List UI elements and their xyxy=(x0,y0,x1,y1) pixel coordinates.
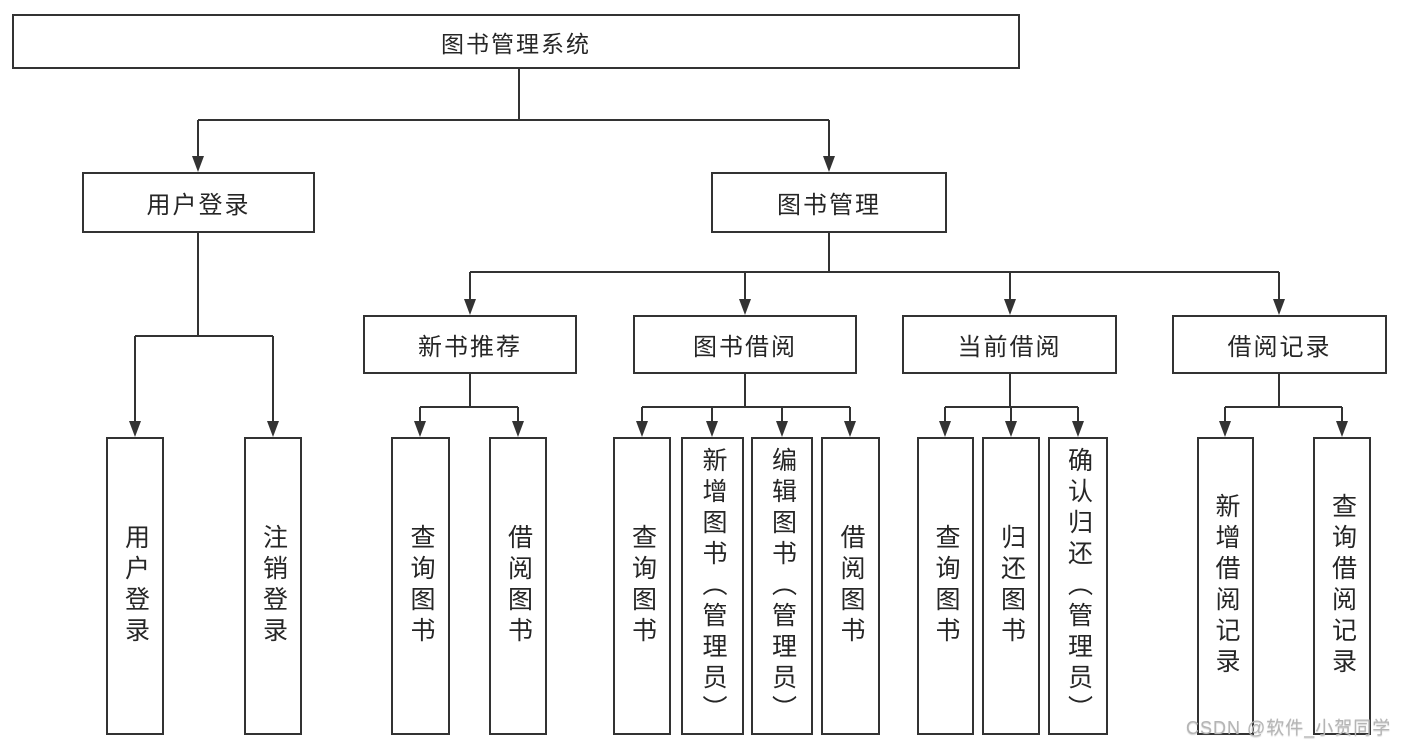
node-user-login: 用户登录 xyxy=(82,172,315,233)
connector-user-login xyxy=(129,233,279,437)
leaf-borrow-query: 查询图书 xyxy=(613,437,671,735)
node-user-login-label: 用户登录 xyxy=(146,192,251,219)
node-root-label: 图书管理系统 xyxy=(441,30,591,57)
leaf-newbooks-borrow: 借阅图书 xyxy=(489,437,547,735)
leaf-current-query: 查询图书 xyxy=(917,437,974,735)
leaf-borrow-add-admin: 新增图书（管理员） xyxy=(681,437,744,735)
leaf-records-query: 查询借阅记录 xyxy=(1313,437,1371,735)
leaf-borrow-borrow: 借阅图书 xyxy=(821,437,880,735)
leaf-newbooks-query: 查询图书 xyxy=(391,437,450,735)
node-new-books-label: 新书推荐 xyxy=(418,334,522,361)
leaf-current-confirm-admin: 确认归还（管理员） xyxy=(1048,437,1108,735)
csdn-watermark: CSDN @软件_小贺同学 xyxy=(1186,718,1392,738)
leaf-logout: 注销登录 xyxy=(244,437,302,735)
node-current: 当前借阅 xyxy=(902,315,1117,374)
connector-current xyxy=(939,374,1084,437)
node-borrow-label: 图书借阅 xyxy=(693,334,797,361)
node-current-label: 当前借阅 xyxy=(957,334,1062,361)
connector-root-split xyxy=(192,69,835,172)
node-root: 图书管理系统 xyxy=(12,14,1020,69)
leaf-user-login: 用户登录 xyxy=(106,437,164,735)
node-book-mgmt: 图书管理 xyxy=(711,172,947,233)
connector-records xyxy=(1219,374,1348,437)
connector-borrow xyxy=(636,374,856,437)
node-records-label: 借阅记录 xyxy=(1227,334,1332,361)
connector-book-mgmt xyxy=(464,233,1285,315)
leaf-records-add: 新增借阅记录 xyxy=(1197,437,1254,735)
connector-new-books xyxy=(414,374,524,437)
node-borrow: 图书借阅 xyxy=(633,315,857,374)
node-book-mgmt-label: 图书管理 xyxy=(777,192,881,219)
node-records: 借阅记录 xyxy=(1172,315,1387,374)
node-new-books: 新书推荐 xyxy=(363,315,577,374)
leaf-borrow-edit-admin: 编辑图书（管理员） xyxy=(751,437,813,735)
leaf-current-return: 归还图书 xyxy=(982,437,1040,735)
